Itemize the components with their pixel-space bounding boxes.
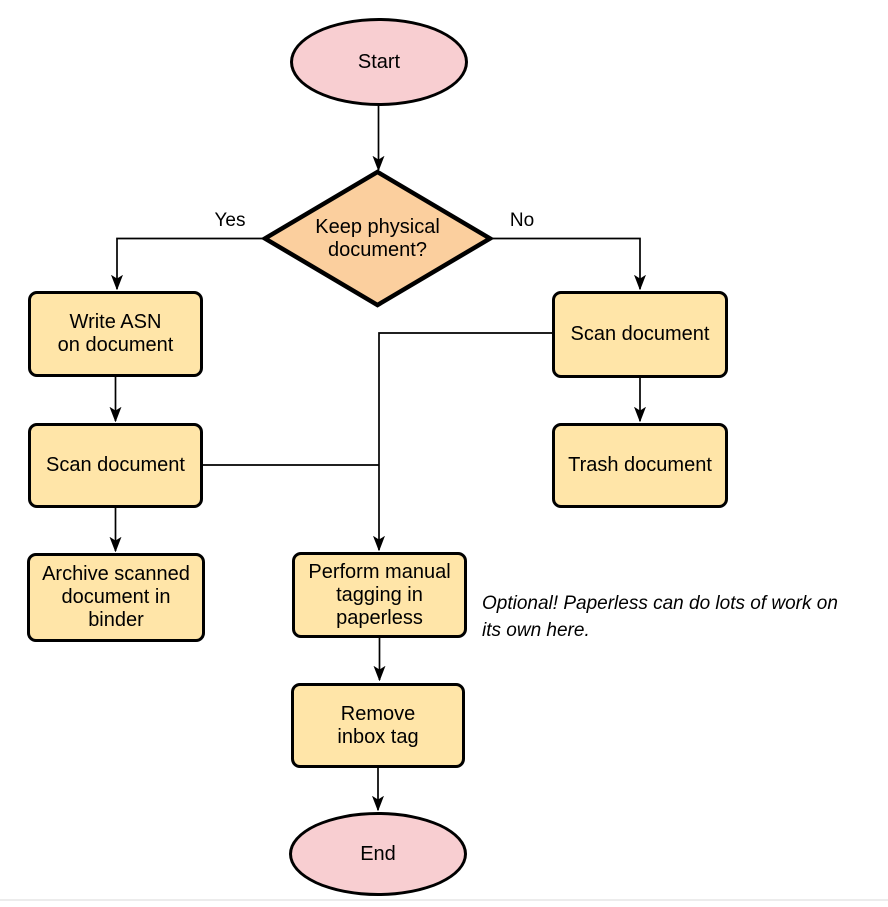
edge-label-yes: Yes	[214, 210, 246, 231]
node-scan-right: Scan document	[552, 291, 728, 378]
node-end: End	[289, 812, 467, 896]
node-archive: Archive scanned document in binder	[27, 553, 205, 642]
edge-label-no: No	[509, 210, 535, 231]
edge-decision-scan-right	[490, 237, 640, 290]
edge-scan-right-tagging	[379, 332, 552, 550]
node-decision: Keep physical document?	[315, 215, 440, 261]
annotation-note: Optional! Paperless can do lots of work …	[482, 593, 838, 641]
node-write-asn: Write ASN on document	[28, 291, 203, 377]
node-remove-inbox: Remove inbox tag	[291, 683, 465, 768]
node-scan-left: Scan document	[28, 423, 203, 508]
node-tagging: Perform manual tagging in paperless	[292, 552, 467, 638]
decision-diamond-shape	[260, 169, 495, 308]
node-start: Start	[290, 18, 468, 106]
edge-decision-write-asn	[117, 237, 265, 290]
bottom-divider	[0, 899, 888, 901]
node-trash: Trash document	[552, 423, 728, 508]
